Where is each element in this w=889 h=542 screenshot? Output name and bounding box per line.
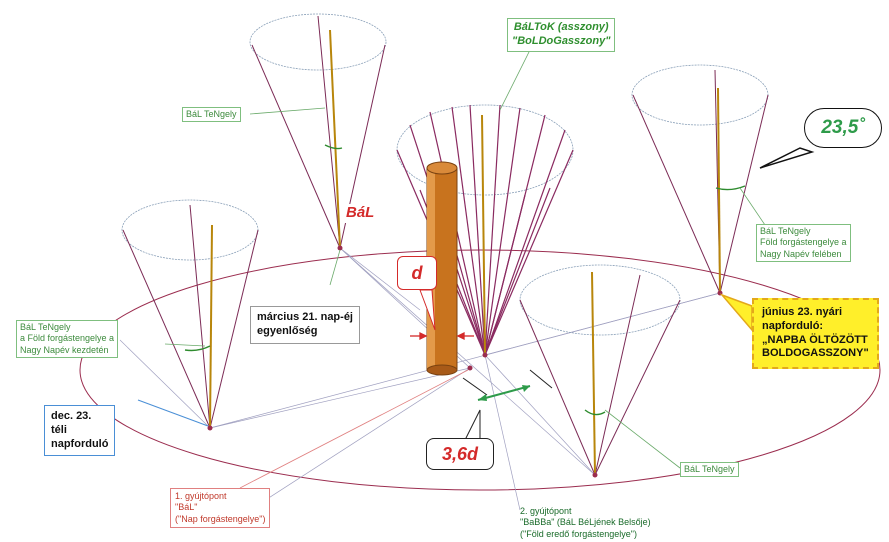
bal-label: BáL [343, 204, 378, 223]
earth-axes [209, 29, 721, 476]
orbit-ellipse [79, 249, 881, 491]
junius-tail [719, 293, 753, 333]
distance-label: 3,6d [426, 438, 494, 470]
bal-tengely-label-bottom: BáL TeNgely [680, 462, 739, 478]
orbit-spokes [119, 247, 721, 511]
d-label: d [397, 256, 437, 290]
dec-tail [137, 399, 209, 427]
callout-connectors [164, 49, 766, 469]
angle-bubble-tail [759, 147, 815, 169]
dec-label: dec. 23. téli napforduló [44, 405, 116, 457]
junius-label: június 23. nyári napforduló: „NAPBA ÖLTÖ… [752, 298, 879, 369]
distance-measure [462, 369, 553, 401]
red-connectors [239, 369, 469, 489]
angle-arcs [184, 144, 746, 416]
marcius-label: március 21. nap-éj egyenlőség [250, 306, 360, 344]
orbit-points [207, 245, 723, 478]
d36-tail [464, 409, 481, 441]
bal-tengely-label-top: BáL TeNgely [182, 107, 241, 123]
gyujto2-label: 2. gyújtópont "BaBBa" (BáL BéLjének Bels… [520, 506, 651, 539]
bal-tengely-label-left: BáL TeNgely a Föld forgástengelye a Nagy… [16, 320, 119, 358]
bal-tengely-label-right: BáL TeNgely Föld forgástengelye a Nagy N… [756, 224, 851, 262]
gyujto1-label: 1. gyújtópont "BáL" ("Nap forgástengelye… [170, 488, 271, 528]
d-measure-arrows [410, 331, 474, 341]
d-tail [419, 289, 436, 331]
baltok-label: BáLToK (asszony) "BoLDoGasszony" [507, 18, 616, 52]
angle-bubble: 23,5˚ [804, 108, 882, 148]
